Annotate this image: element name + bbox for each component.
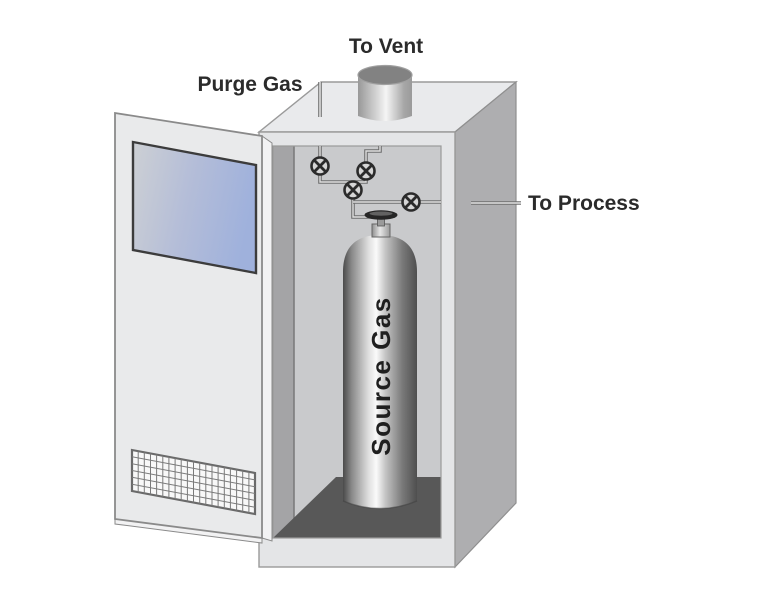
purge-valve-icon bbox=[310, 156, 330, 176]
purge-gas-label: Purge Gas bbox=[197, 73, 302, 96]
cylinder-handwheel-highlight bbox=[369, 211, 393, 216]
to-process-label: To Process bbox=[528, 192, 640, 215]
cylinder-body bbox=[343, 235, 417, 509]
cylinder-label: Source Gas bbox=[366, 296, 396, 456]
isolation-valve-icon bbox=[343, 180, 363, 200]
vent-valve-icon bbox=[356, 161, 376, 181]
process-valve-icon bbox=[401, 192, 421, 212]
cabinet-door bbox=[114, 111, 273, 544]
exterior-piping bbox=[318, 82, 521, 205]
to-vent-label: To Vent bbox=[349, 35, 423, 58]
door-vent-grille bbox=[130, 448, 257, 516]
vent-duct bbox=[357, 64, 413, 121]
vent-duct-top bbox=[357, 64, 413, 86]
source-gas-cylinder: Source Gas bbox=[342, 210, 418, 510]
interior-left-wall bbox=[273, 146, 294, 538]
cylinder-bottom-edge bbox=[342, 500, 418, 510]
grille-horizontal-bars bbox=[132, 456, 255, 508]
door-window bbox=[131, 140, 258, 275]
opening-frame bbox=[272, 145, 442, 539]
door-edge-face bbox=[261, 135, 273, 542]
cabinet-side-panel bbox=[454, 80, 517, 569]
vent-duct-body bbox=[358, 75, 412, 121]
